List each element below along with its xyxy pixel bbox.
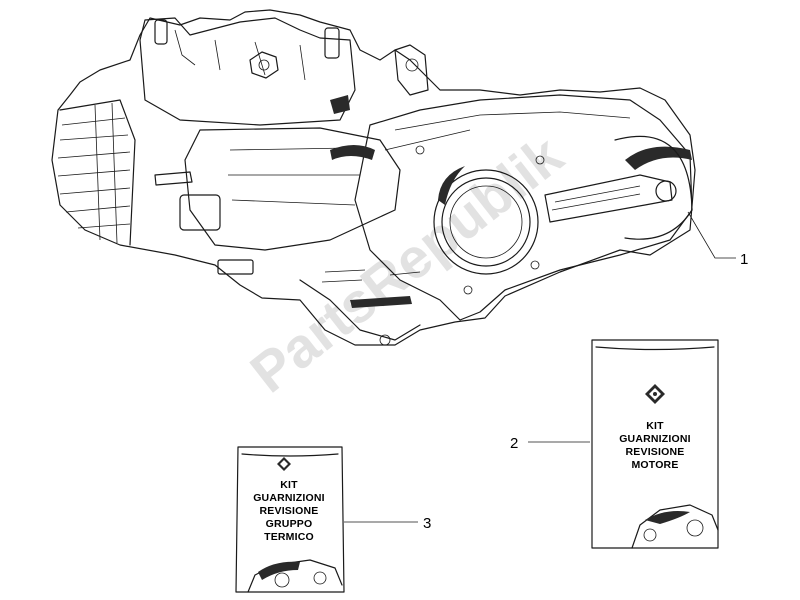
callout-number-1: 1 [740, 251, 748, 268]
engine-illustration[interactable] [51, 9, 696, 346]
kit-3-line-3: REVISIONE [260, 505, 319, 517]
cylinder-gasket-kit-bag[interactable]: KIT GUARNIZIONI REVISIONE GRUPPO TERMICO [235, 446, 345, 593]
kit-3-line-2: GUARNIZIONI [253, 492, 325, 504]
svg-text:PartsRepublik: PartsRepublik [239, 122, 575, 404]
piaggio-logo-icon [645, 384, 665, 404]
kit-2-line-2: GUARNIZIONI [619, 433, 691, 445]
kit-2-line-1: KIT [646, 420, 664, 432]
kit-3-line-4: GRUPPO [266, 518, 313, 530]
piaggio-logo-icon [277, 457, 291, 471]
engine-gasket-kit-bag[interactable]: KIT GUARNIZIONI REVISIONE MOTORE [591, 339, 719, 549]
kit-2-line-3: REVISIONE [626, 446, 685, 458]
kit-3-line-1: KIT [280, 479, 298, 491]
callout-1: 1 [687, 211, 748, 268]
callout-3: 3 [344, 515, 431, 532]
callout-number-2: 2 [510, 435, 518, 452]
callout-number-3: 3 [423, 515, 431, 532]
watermark: PartsRepublik [239, 122, 575, 404]
kit-3-line-5: TERMICO [264, 531, 314, 543]
kit-2-line-4: MOTORE [631, 459, 678, 471]
callout-2: 2 [510, 435, 590, 452]
